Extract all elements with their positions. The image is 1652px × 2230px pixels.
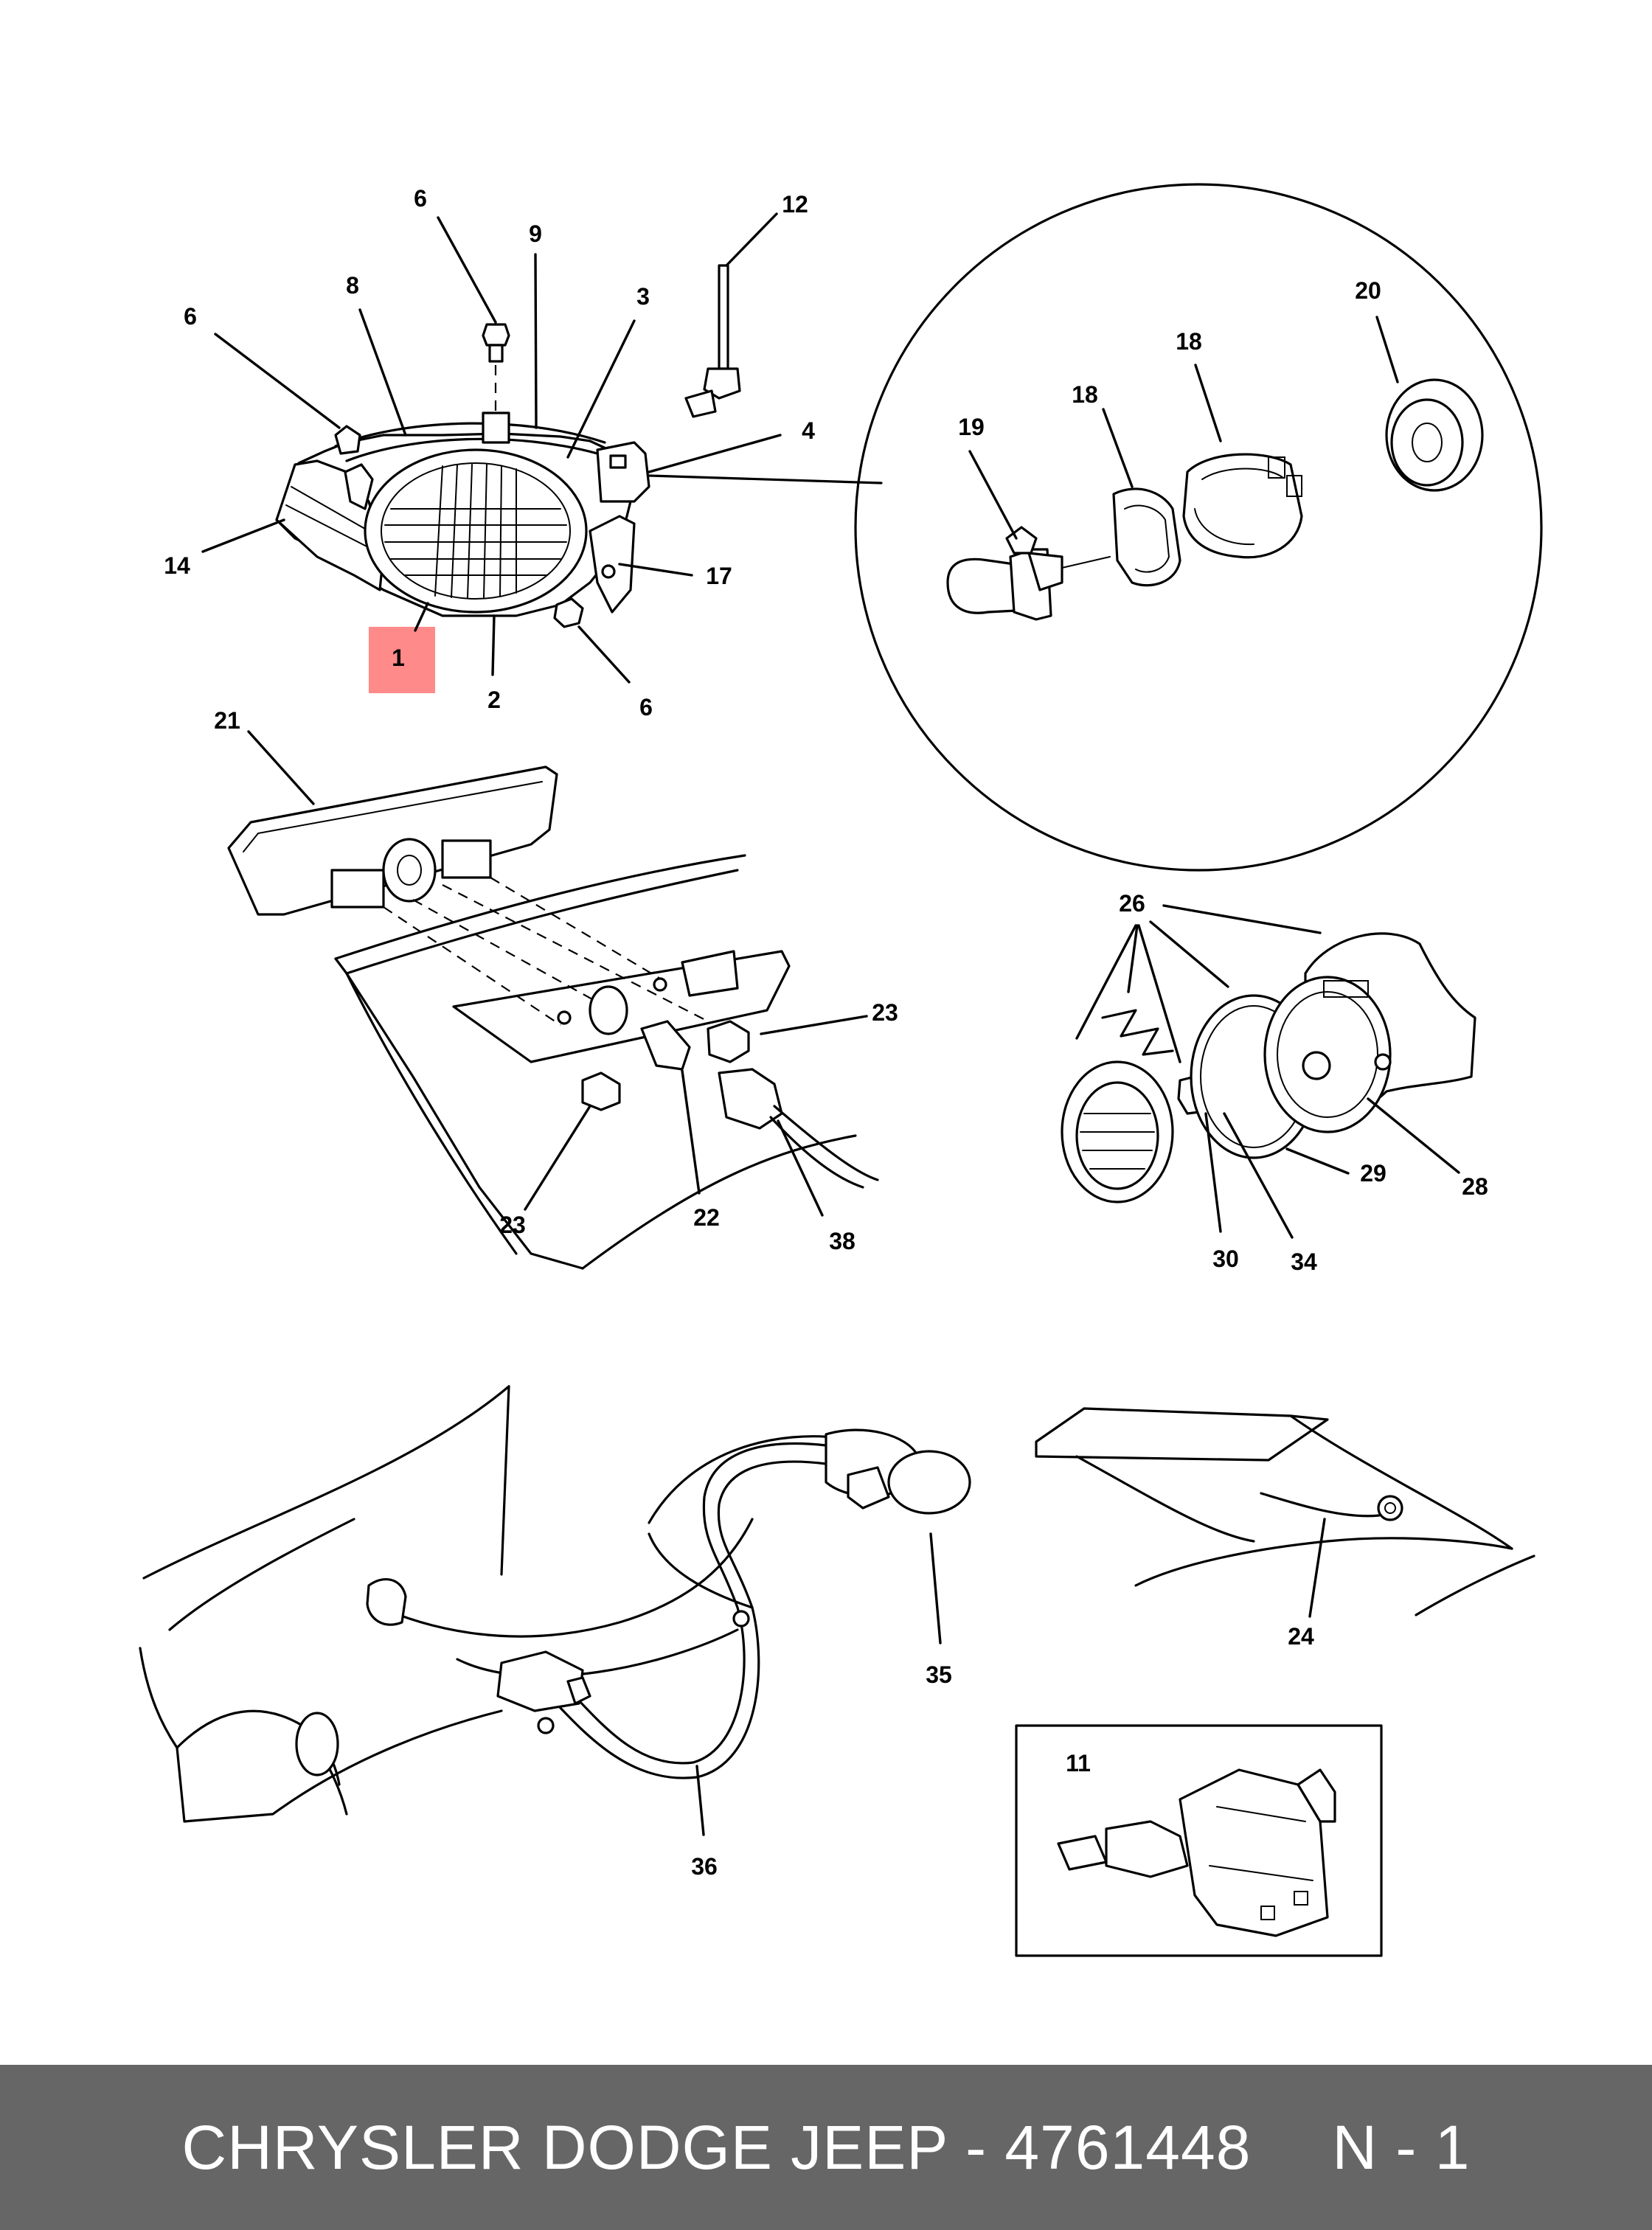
callout-36: 36 [691,1853,718,1880]
fog-lamp-drawing [227,765,879,1270]
callout-20: 20 [1355,277,1381,304]
part-highlight [369,627,435,693]
footer-page-number: N - 1 [1332,2112,1471,2182]
callout-14: 14 [164,552,190,579]
adjuster-motor-inset [1015,1724,1383,1957]
leader-lines [201,212,1460,1836]
side-marker-drawing [139,1385,971,1823]
parts-diagram: 6 9 8 6 3 12 4 14 17 1 2 6 19 18 18 20 2… [139,183,1543,1957]
callout-34: 34 [1291,1248,1317,1275]
callout-29: 29 [1360,1160,1386,1187]
callout-11: 11 [1066,1750,1091,1776]
callout-38: 38 [829,1228,856,1254]
callout-35: 35 [926,1661,952,1688]
callout-24: 24 [1288,1623,1314,1650]
callout-2: 2 [487,687,501,713]
callout-18-ring: 18 [1072,381,1098,408]
callout-30: 30 [1212,1246,1239,1272]
footer-brand-part-number: CHRYSLER DODGE JEEP - 4761448 [181,2112,1252,2182]
callout-6-top: 6 [414,185,427,212]
callout-4: 4 [802,417,815,444]
callout-labels: 6 9 8 6 3 12 4 14 17 1 2 6 19 18 18 20 2… [164,185,1488,1880]
callout-23-right: 23 [872,999,898,1026]
callout-3: 3 [636,283,650,310]
callout-18-cap: 18 [1176,328,1202,355]
callout-12: 12 [782,191,808,218]
callout-22: 22 [693,1204,720,1231]
callout-28: 28 [1462,1173,1488,1200]
callout-6-bottom: 6 [639,694,653,720]
callout-19: 19 [958,414,985,440]
callout-26: 26 [1119,890,1145,917]
footer-bar: CHRYSLER DODGE JEEP - 4761448 N - 1 [0,2065,1652,2230]
lens-pattern [384,464,567,598]
callout-21: 21 [214,707,240,734]
callout-17: 17 [706,563,732,589]
callout-6-left: 6 [184,303,197,330]
callout-1: 1 [392,645,405,671]
callout-23-left: 23 [499,1212,526,1238]
callout-9: 9 [529,220,542,247]
bulb-detail-drawing [648,183,1543,872]
callout-8: 8 [346,272,359,299]
fog-lamp-parts-drawing [1061,932,1476,1203]
headlamp-assembly-drawing [275,264,741,628]
harness-drawing [1035,1407,1535,1616]
